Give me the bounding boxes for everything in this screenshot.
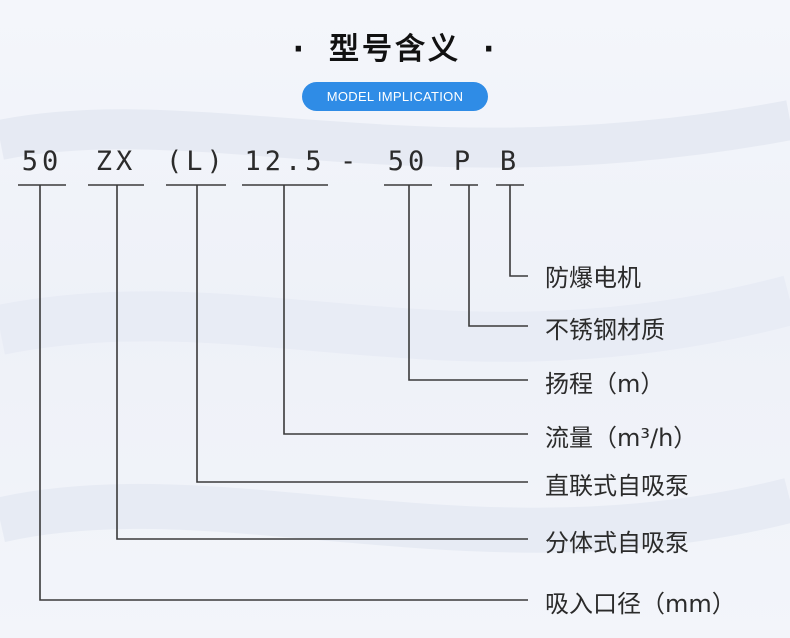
code-part-direct: (L) [166, 146, 227, 177]
code-part-type: ZX [95, 146, 137, 177]
title-text: 型号含义 [329, 32, 461, 67]
subtitle-badge: MODEL IMPLICATION [302, 82, 488, 111]
meaning-explosion-proof-motor: 防爆电机 [545, 264, 641, 292]
title-bullet-right: · [483, 32, 498, 67]
code-part-diameter: 50 [21, 146, 63, 177]
meaning-stainless-material: 不锈钢材质 [545, 316, 665, 344]
code-part-head: 50 [387, 146, 429, 177]
meaning-direct-coupled: 直联式自吸泵 [545, 472, 689, 500]
meaning-inlet-diameter: 吸入口径（mm） [545, 590, 736, 618]
meaning-flow: 流量（m³/h） [545, 424, 698, 452]
meaning-split-type: 分体式自吸泵 [545, 529, 689, 557]
code-part-material: P [453, 146, 475, 177]
title-bullet-left: · [292, 32, 307, 67]
meaning-head: 扬程（m） [545, 370, 665, 398]
code-part-motor: B [499, 146, 521, 177]
code-part-dash: - [340, 146, 361, 177]
code-part-flow: 12.5 [244, 146, 326, 177]
page-title: · 型号含义 · [0, 24, 790, 68]
